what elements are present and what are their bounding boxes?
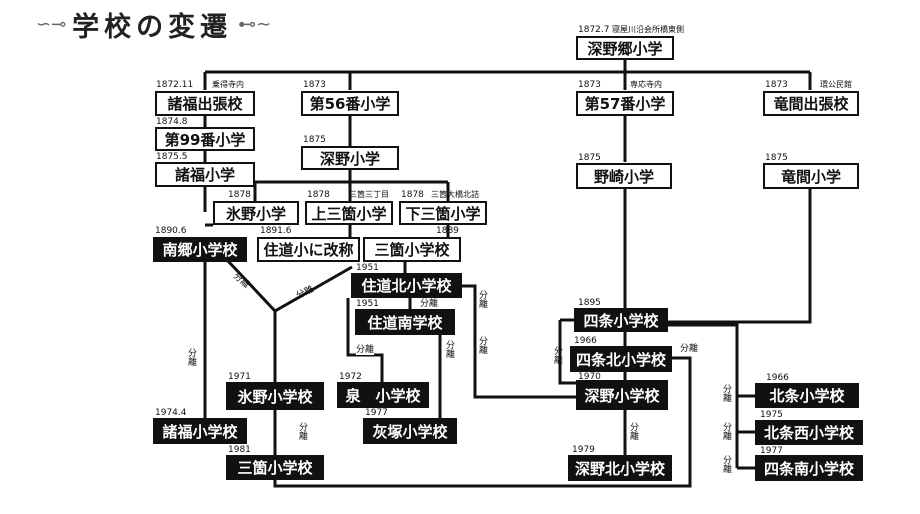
year-sanka-sch: 1981 xyxy=(228,445,251,455)
branch-label: 分離 xyxy=(420,299,439,309)
school-sanka: 三箇小学校 xyxy=(363,237,461,262)
school-izumi: 泉 小学校 xyxy=(337,382,429,408)
year-tatsuma: 1875 xyxy=(765,153,788,163)
school-fukano-kita: 深野北小学校 xyxy=(568,455,672,481)
school-sanka-sch: 三箇小学校 xyxy=(226,455,324,480)
school-fukano-sch: 深野小学校 xyxy=(576,380,668,410)
place-fukano-go: 寝屋川沿会所橋東側 xyxy=(612,25,684,34)
branch-label: 分離 xyxy=(552,346,562,364)
branch-label: 分離 xyxy=(477,336,487,354)
year-fukano-kita: 1979 xyxy=(572,445,595,455)
year-sumimichi-rename: 1891.6 xyxy=(260,226,292,236)
year-shijo-minami: 1977 xyxy=(760,446,783,456)
year-shoufuku-sch: 1974.4 xyxy=(155,408,187,418)
school-no57: 第57番小学 xyxy=(576,91,674,116)
year-hokujo-nishi: 1975 xyxy=(760,410,783,420)
year-hino: 1878 xyxy=(228,190,251,200)
school-shijo-minami: 四条南小学校 xyxy=(755,455,863,481)
year-shoufuku-dencho: 1872.11 xyxy=(156,80,194,90)
school-shoufuku: 諸福小学 xyxy=(155,162,255,187)
year-sumimichi-minami: 1951 xyxy=(356,299,379,309)
school-hokujo-nishi: 北条西小学校 xyxy=(755,420,863,445)
year-shimo-sanka: 1878 xyxy=(401,190,424,200)
school-nango: 南郷小学校 xyxy=(153,237,247,262)
year-shoufuku: 1875.5 xyxy=(156,152,188,162)
school-sumimichi-minami: 住道南学校 xyxy=(355,309,455,335)
place-shoufuku-dencho: 乗得寺内 xyxy=(212,80,244,89)
school-shijo-kita: 四条北小学校 xyxy=(570,346,672,372)
branch-label: 分離 xyxy=(721,422,731,440)
school-sumimichi-kita: 住道北小学校 xyxy=(351,273,462,298)
branch-label: 分離 xyxy=(444,340,454,358)
place-tatsuma-dencho: 環公民館 xyxy=(820,80,852,89)
branch-label: 分離 xyxy=(721,455,731,473)
right-ornament-icon: ⊷∼ xyxy=(238,13,272,35)
branch-label: 分離 xyxy=(186,348,196,366)
year-sanka: 1889 xyxy=(436,226,459,236)
title-text: 学校の変遷 xyxy=(72,11,233,43)
school-haizuka: 灰塚小学校 xyxy=(363,418,457,444)
year-sumimichi-kita: 1951 xyxy=(356,263,379,273)
year-nango: 1890.6 xyxy=(155,226,187,236)
school-fukano-go: 深野郷小学 xyxy=(576,36,674,60)
school-nozaki: 野崎小学 xyxy=(576,163,672,189)
school-shoufuku-dencho: 諸福出張校 xyxy=(155,91,255,116)
school-hokujo: 北条小学校 xyxy=(755,383,859,408)
year-fukano: 1875 xyxy=(303,135,326,145)
year-kami-sanka: 1878 xyxy=(307,190,330,200)
branch-label: 分離 xyxy=(297,422,307,440)
school-fukano: 深野小学 xyxy=(301,146,399,170)
branch-label: 分離 xyxy=(356,345,375,355)
year-shijo-kita: 1966 xyxy=(574,336,597,346)
year-izumi: 1972 xyxy=(339,372,362,382)
left-ornament-icon: ∽⊸ xyxy=(36,13,67,35)
school-hino-sch: 氷野小学校 xyxy=(226,382,324,410)
year-hokujo: 1966 xyxy=(766,373,789,383)
school-no56: 第56番小学 xyxy=(301,91,399,116)
diagram-title: ∽⊸ 学校の変遷 ⊷∼ xyxy=(36,6,272,43)
year-fukano-go: 1872.7 xyxy=(578,25,610,35)
place-shimo-sanka: 三箇大橋北詰 xyxy=(431,190,479,199)
school-sumimichi-rename: 住道小に改称 xyxy=(257,237,360,262)
year-haizuka: 1977 xyxy=(365,408,388,418)
place-kami-sanka: 三箇三丁目 xyxy=(349,190,389,199)
school-no99: 第99番小学 xyxy=(155,127,255,151)
year-no57: 1873 xyxy=(578,80,601,90)
school-hino: 氷野小学 xyxy=(213,201,299,225)
branch-label: 分離 xyxy=(680,344,699,354)
place-no57: 専応寺内 xyxy=(630,80,662,89)
year-no56: 1873 xyxy=(303,80,326,90)
year-fukano-sch: 1970 xyxy=(578,372,601,382)
school-tatsuma: 竜間小学 xyxy=(763,163,859,189)
branch-label: 分離 xyxy=(721,384,731,402)
branch-label: 分離 xyxy=(477,290,487,308)
year-hino-sch: 1971 xyxy=(228,372,251,382)
year-shijo: 1895 xyxy=(578,298,601,308)
branch-label: 分離 xyxy=(628,422,638,440)
school-tatsuma-dencho: 竜間出張校 xyxy=(763,91,859,116)
school-kami-sanka: 上三箇小学 xyxy=(305,201,393,225)
year-nozaki: 1875 xyxy=(578,153,601,163)
year-tatsuma-dencho: 1873 xyxy=(765,80,788,90)
year-no99: 1874.8 xyxy=(156,117,188,127)
school-shoufuku-sch: 諸福小学校 xyxy=(153,418,247,444)
school-shijo: 四条小学校 xyxy=(574,308,668,332)
school-shimo-sanka: 下三箇小学 xyxy=(399,201,487,225)
